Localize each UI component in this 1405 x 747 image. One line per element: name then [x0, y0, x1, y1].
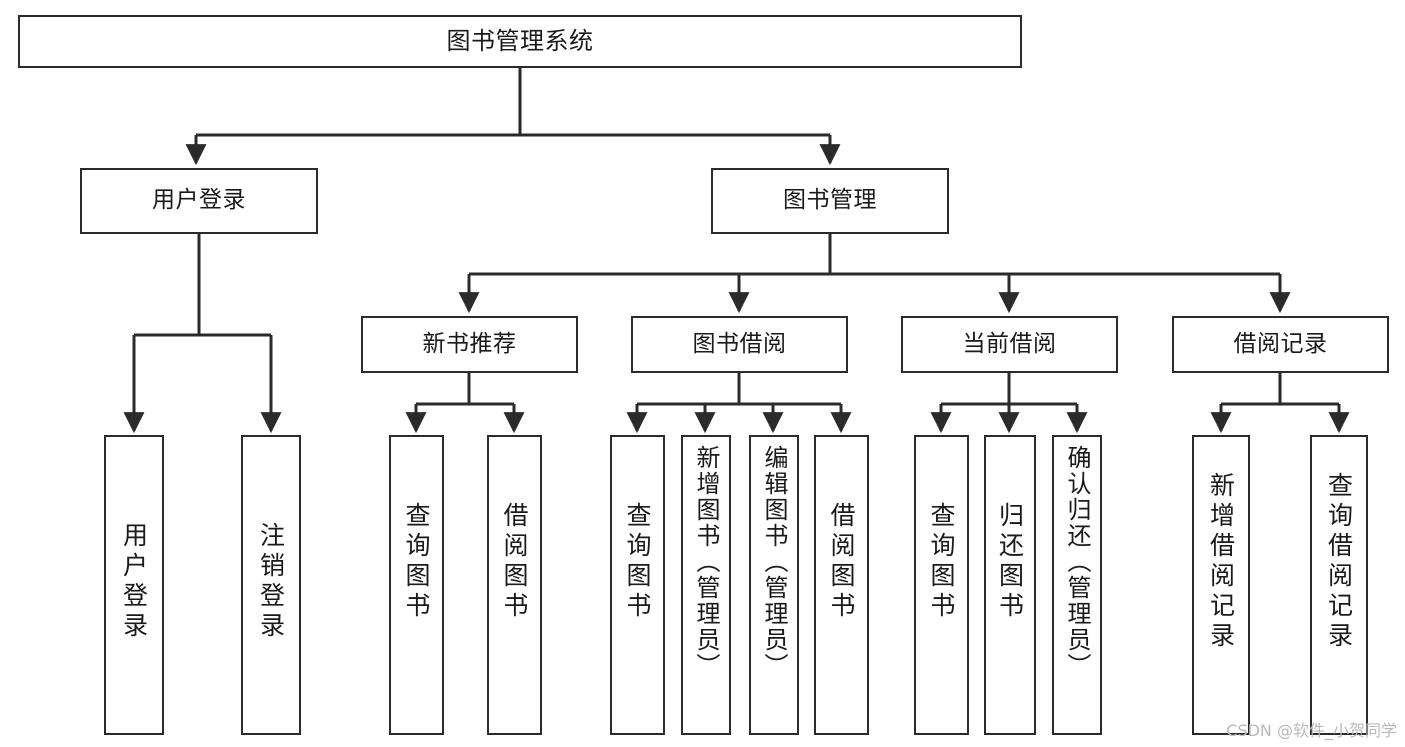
leaf-edit-book[interactable]: 编辑图书（管理员） [749, 435, 799, 735]
watermark: CSDN @软件_小贺同学 [1226, 721, 1397, 740]
node-current-borrow[interactable]: 当前借阅 [901, 316, 1118, 373]
leaf-query-book-3[interactable]: 查询图书 [914, 435, 969, 735]
leaf-add-record[interactable]: 新增借阅记录 [1192, 435, 1250, 735]
leaf-return-book-label: 归还图书 [995, 502, 1025, 622]
leaf-borrow-book-1-label: 借阅图书 [500, 502, 529, 622]
leaf-query-book-1-label: 查询图书 [402, 502, 431, 622]
leaf-query-book-2-label: 查询图书 [623, 502, 652, 622]
leaf-query-book-1[interactable]: 查询图书 [389, 435, 444, 735]
node-root[interactable]: 图书管理系统 [18, 15, 1022, 68]
leaf-borrow-book-2-label: 借阅图书 [827, 502, 856, 622]
leaf-user-login-label: 用户登录 [119, 522, 149, 642]
leaf-user-login[interactable]: 用户登录 [104, 435, 164, 735]
leaf-add-book[interactable]: 新增图书（管理员） [681, 435, 731, 735]
node-book-borrow[interactable]: 图书借阅 [631, 316, 848, 373]
node-book-borrow-label: 图书借阅 [692, 330, 787, 357]
leaf-confirm-return-label: 确认归还（管理员） [1063, 445, 1091, 679]
node-new-book-recommend-label: 新书推荐 [422, 330, 517, 357]
node-user-login[interactable]: 用户登录 [80, 168, 318, 234]
node-book-manage[interactable]: 图书管理 [711, 168, 949, 234]
node-current-borrow-label: 当前借阅 [962, 330, 1057, 357]
leaf-borrow-book-1[interactable]: 借阅图书 [487, 435, 542, 735]
node-book-manage-label: 图书管理 [783, 187, 877, 214]
leaf-confirm-return[interactable]: 确认归还（管理员） [1052, 435, 1102, 735]
node-borrow-record-label: 借阅记录 [1233, 330, 1328, 357]
leaf-logout-login[interactable]: 注销登录 [241, 435, 301, 735]
leaf-borrow-book-2[interactable]: 借阅图书 [814, 435, 869, 735]
leaf-query-record[interactable]: 查询借阅记录 [1310, 435, 1368, 735]
leaf-add-book-label: 新增图书（管理员） [692, 445, 720, 679]
node-root-label: 图书管理系统 [446, 27, 594, 56]
node-borrow-record[interactable]: 借阅记录 [1172, 316, 1389, 373]
leaf-edit-book-label: 编辑图书（管理员） [760, 445, 788, 679]
node-user-login-label: 用户登录 [152, 187, 246, 214]
leaf-return-book[interactable]: 归还图书 [984, 435, 1036, 735]
leaf-query-record-label: 查询借阅记录 [1324, 472, 1354, 652]
leaf-query-book-3-label: 查询图书 [927, 502, 956, 622]
node-new-book-recommend[interactable]: 新书推荐 [361, 316, 578, 373]
leaf-add-record-label: 新增借阅记录 [1206, 472, 1236, 652]
leaf-query-book-2[interactable]: 查询图书 [610, 435, 665, 735]
leaf-logout-login-label: 注销登录 [256, 522, 286, 642]
